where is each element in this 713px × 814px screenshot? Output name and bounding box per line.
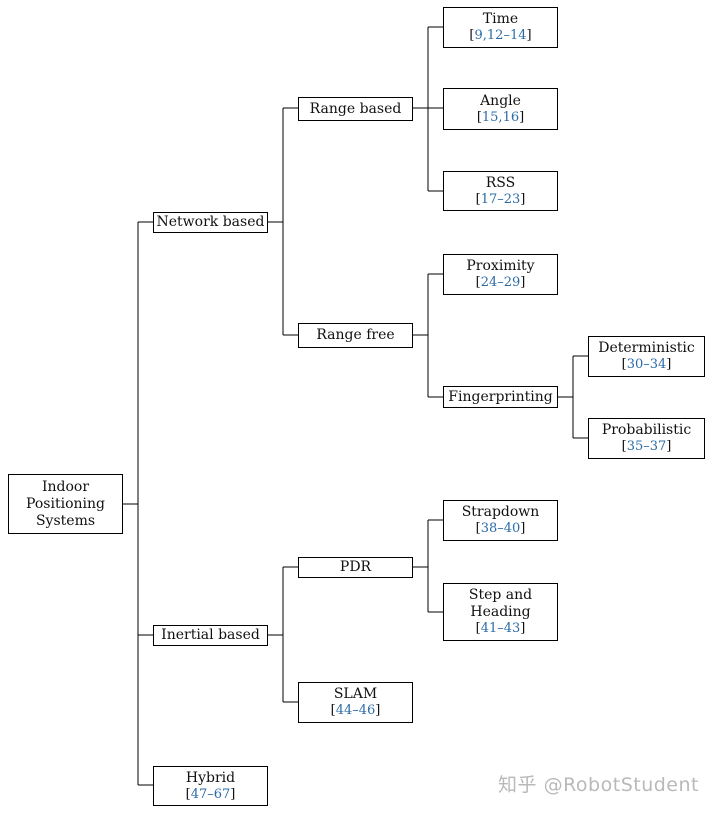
node-fingerprinting: Fingerprinting <box>443 386 558 408</box>
proximity-refs: [24–29] <box>475 275 526 290</box>
strapdown-label: Strapdown <box>461 504 540 520</box>
node-rss: RSS [17–23] <box>443 171 558 211</box>
step-heading-line-1: Step and <box>468 587 533 603</box>
watermark-text: 知乎 @RobotStudent <box>498 774 699 796</box>
node-network-based: Network based <box>153 212 268 233</box>
range-free-label: Range free <box>316 327 395 343</box>
node-indoor-positioning-systems: Indoor Positioning Systems <box>8 474 123 534</box>
root-line-3: Systems <box>35 512 96 529</box>
node-deterministic: Deterministic [30–34] <box>588 336 705 377</box>
node-step-and-heading: Step and Heading [41–43] <box>443 583 558 641</box>
node-proximity: Proximity [24–29] <box>443 254 558 295</box>
time-refs: [9,12–14] <box>469 28 532 43</box>
probabilistic-label: Probabilistic <box>601 422 692 438</box>
node-range-based: Range based <box>298 97 413 121</box>
angle-label: Angle <box>480 92 521 109</box>
node-strapdown: Strapdown [38–40] <box>443 500 558 541</box>
node-hybrid: Hybrid [47–67] <box>153 766 268 806</box>
root-line-1: Indoor <box>41 478 90 495</box>
strapdown-refs: [38–40] <box>475 521 526 536</box>
fingerprinting-label: Fingerprinting <box>448 388 553 405</box>
step-heading-refs: [41–43] <box>475 621 526 636</box>
node-pdr: PDR <box>298 557 413 578</box>
network-based-label: Network based <box>156 214 265 230</box>
step-heading-line-2: Heading <box>470 604 531 620</box>
range-based-label: Range based <box>309 100 402 117</box>
node-inertial-based: Inertial based <box>153 625 268 646</box>
deterministic-refs: [30–34] <box>621 357 672 372</box>
node-angle: Angle [15,16] <box>443 88 558 130</box>
slam-refs: [44–46] <box>330 703 381 718</box>
inertial-based-label: Inertial based <box>161 627 260 643</box>
deterministic-label: Deterministic <box>598 340 695 356</box>
rss-label: RSS <box>485 174 516 191</box>
time-label: Time <box>482 11 519 27</box>
connector-lines <box>123 26 588 786</box>
pdr-label: PDR <box>339 559 372 575</box>
probabilistic-refs: [35–37] <box>621 439 672 454</box>
slam-label: SLAM <box>333 686 378 702</box>
hybrid-label: Hybrid <box>185 769 236 786</box>
node-probabilistic: Probabilistic [35–37] <box>588 418 705 459</box>
proximity-label: Proximity <box>466 258 535 274</box>
rss-refs: [17–23] <box>475 191 526 207</box>
hybrid-refs: [47–67] <box>185 786 236 802</box>
node-range-free: Range free <box>298 323 413 348</box>
root-line-2: Positioning <box>26 495 105 512</box>
node-time: Time [9,12–14] <box>443 7 558 48</box>
node-slam: SLAM [44–46] <box>298 682 413 723</box>
angle-refs: [15,16] <box>476 109 525 125</box>
